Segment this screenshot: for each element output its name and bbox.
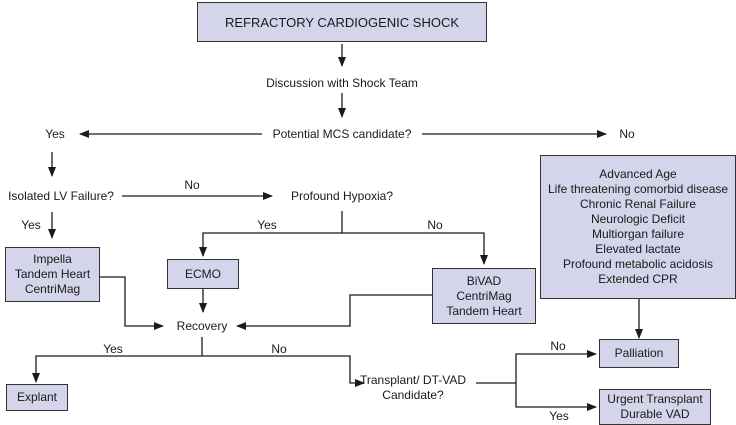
- bivad-box: BiVAD CentriMag Tandem Heart: [432, 268, 536, 324]
- yes-left-label: Yes: [45, 127, 65, 141]
- hypoxia-question: Profound Hypoxia?: [290, 189, 394, 203]
- yes-lv-label: Yes: [21, 218, 41, 232]
- explant-box: Explant: [6, 384, 68, 411]
- connector-to-palliation: [515, 350, 597, 383]
- connector-devices-to-recovery: [100, 276, 164, 330]
- mcs-candidate-question: Potential MCS candidate?: [272, 127, 412, 141]
- ecmo-box: ECMO: [167, 259, 239, 289]
- recovery-node: Recovery: [176, 319, 228, 333]
- no-hypoxia-label: No: [427, 218, 443, 232]
- no-to-hypoxia-label: No: [184, 178, 200, 192]
- transplant-question: Transplant/ DT-VAD Candidate?: [359, 373, 467, 402]
- urgent-box: Urgent Transplant Durable VAD: [599, 389, 711, 425]
- connector-recovery-to-transplant: [202, 355, 365, 387]
- palliation-box: Palliation: [599, 339, 679, 368]
- yes-recovery-label: Yes: [103, 342, 123, 356]
- connector-hypoxia-to-bivad: [342, 232, 488, 265]
- no-right-label: No: [619, 127, 635, 141]
- isolated-lv-question: Isolated LV Failure?: [8, 189, 114, 203]
- contraindications-box: Advanced Age Life threatening comorbid d…: [540, 155, 736, 299]
- no-palliation-label: No: [550, 339, 566, 353]
- start-node: REFRACTORY CARDIOGENIC SHOCK: [197, 2, 487, 42]
- no-recovery-label: No: [271, 342, 287, 356]
- connector-recovery-to-explant: [32, 355, 202, 383]
- yes-hypoxia-label: Yes: [257, 218, 277, 232]
- shock-team-node: Discussion with Shock Team: [266, 76, 418, 90]
- yes-urgent-label: Yes: [549, 409, 569, 423]
- connector-to-urgent: [515, 383, 597, 411]
- connector-hypoxia-split: [199, 211, 343, 257]
- lv-devices-box: Impella Tandem Heart CentriMag: [5, 247, 100, 302]
- connector-bivad-to-recovery: [236, 294, 432, 330]
